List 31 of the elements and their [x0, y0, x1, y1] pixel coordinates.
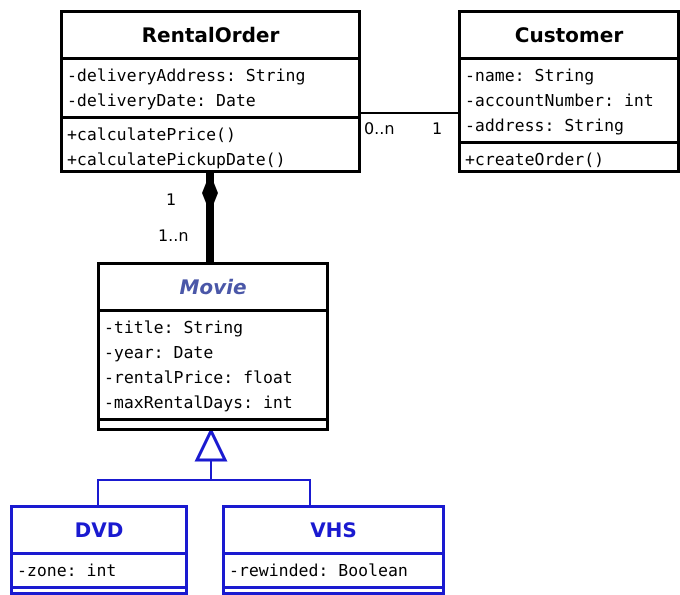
attribute-text: -deliveryDate: Date — [67, 90, 256, 112]
attribute-text: -name: String — [465, 65, 594, 87]
class-name: Customer — [514, 22, 624, 49]
class-box — [458, 10, 680, 173]
attribute-text: -rewinded: Boolean — [229, 560, 408, 582]
attribute-text: -deliveryAddress: String — [67, 65, 306, 87]
multiplicity-label: 1 — [432, 119, 442, 138]
attribute-text: -accountNumber: int — [465, 90, 654, 112]
method-text: +calculatePrice() — [67, 124, 236, 146]
attribute-text: -maxRentalDays: int — [104, 392, 293, 414]
multiplicity-label: 1..n — [158, 226, 188, 245]
attribute-text: -title: String — [104, 317, 244, 339]
method-text: +createOrder() — [465, 149, 604, 171]
attribute-text: -rentalPrice: float — [104, 367, 293, 389]
class-name: VHS — [309, 517, 358, 544]
attribute-text: -zone: int — [17, 560, 116, 582]
class-name: RentalOrder — [140, 22, 280, 49]
attribute-text: -address: String — [465, 115, 624, 137]
association-line — [361, 112, 458, 114]
multiplicity-label: 0..n — [364, 119, 394, 138]
attribute-text: -year: Date — [104, 342, 214, 364]
class-name: DVD — [74, 517, 124, 544]
class-box — [60, 10, 361, 173]
method-text: +calculatePickupDate() — [67, 149, 286, 171]
generalization-arrow — [196, 430, 311, 505]
class-box — [97, 262, 329, 431]
class-name: Movie — [178, 274, 248, 301]
class-box — [10, 505, 188, 595]
class-box — [222, 505, 445, 595]
composition-line — [202, 173, 218, 262]
multiplicity-label: 1 — [166, 190, 176, 209]
